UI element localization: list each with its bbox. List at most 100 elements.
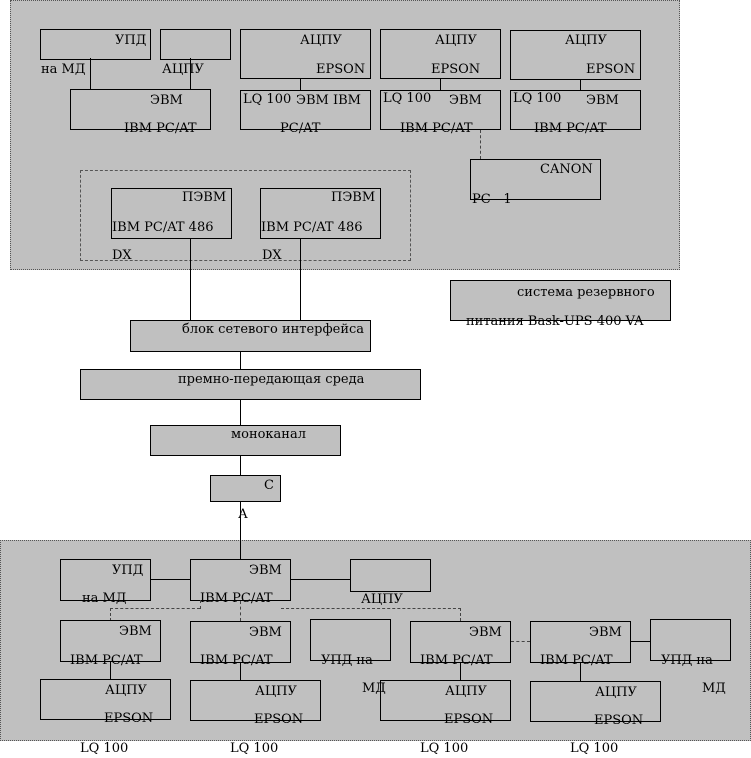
printer-box: [380, 29, 501, 79]
upd-box: [60, 559, 151, 601]
label: моноканал: [231, 427, 306, 442]
label: система резервного: [517, 285, 655, 300]
label: LQ 100: [570, 741, 619, 756]
label: IBM PC/AT: [200, 591, 273, 606]
label: ЭВМ: [586, 93, 619, 108]
label: ЭВМ: [249, 625, 282, 640]
label: DX: [262, 248, 282, 263]
label: ПЭВМ: [182, 190, 227, 205]
label: IBM PC/AT: [534, 121, 607, 136]
c-box: [210, 475, 281, 502]
label: ЭВМ: [249, 563, 282, 578]
connector: [240, 352, 241, 370]
label: PC - 1: [472, 192, 512, 207]
ups-box: [450, 280, 671, 321]
connector: [90, 58, 91, 89]
upd-box: [310, 619, 391, 661]
connector: [240, 400, 241, 425]
connector: [151, 579, 191, 580]
connector: [580, 663, 581, 682]
label: АЦПУ: [445, 684, 487, 699]
connector: [580, 80, 581, 90]
pevm-box: [260, 188, 381, 239]
label: IBM PC/AT: [540, 653, 613, 668]
connector: [110, 662, 111, 680]
label: АЦПУ: [255, 684, 297, 699]
label: PC/AT: [280, 121, 321, 136]
label: IBM PC/AT 486: [261, 220, 363, 235]
label: на МД: [82, 591, 127, 606]
label: АЦПУ: [361, 592, 403, 607]
label: EPSON: [594, 713, 644, 728]
label: CANON: [540, 162, 593, 177]
bottom-workstation-group: [0, 540, 751, 741]
printer-box: [530, 681, 661, 722]
dotted-connector: [110, 608, 200, 609]
connector: [240, 663, 241, 681]
label: LQ 100: [230, 741, 279, 756]
label: УПД: [115, 33, 147, 48]
label: на МД: [41, 62, 86, 77]
printer-box: [240, 29, 371, 79]
label: LQ 100: [383, 91, 432, 106]
monochannel-box: [150, 425, 341, 456]
label: EPSON: [444, 712, 494, 727]
connector: [460, 663, 461, 681]
evm-main-box: [190, 559, 291, 601]
connector: [240, 456, 241, 475]
evm-box: [240, 90, 371, 130]
label: АЦПУ: [565, 33, 607, 48]
label: С: [264, 478, 274, 493]
connector: [440, 79, 441, 90]
connector: [300, 239, 301, 320]
connector: [291, 579, 350, 580]
printer-box: [190, 680, 321, 721]
label: IBM PC/AT 486: [112, 220, 214, 235]
label: EPSON: [104, 711, 154, 726]
label: LQ 100: [243, 92, 292, 107]
connector: [190, 239, 191, 320]
evm-box: [530, 621, 631, 663]
label: EPSON: [316, 62, 366, 77]
dotted-connector: [110, 608, 111, 621]
printer-box: [40, 679, 171, 720]
evm-box: [410, 621, 511, 663]
label: EPSON: [254, 712, 304, 727]
label: А: [238, 507, 248, 522]
label: ЭВМ: [119, 624, 152, 639]
connector: [300, 79, 301, 90]
label: МД: [702, 681, 726, 696]
label: АЦПУ: [105, 683, 147, 698]
label: IBM PC/AT: [400, 121, 473, 136]
label: IBM PC/AT: [420, 653, 493, 668]
pevm-box: [111, 188, 232, 239]
printer-box: [380, 680, 511, 721]
label: АЦПУ: [162, 62, 204, 77]
label: ЭВМ: [589, 625, 622, 640]
upd-box: [40, 29, 151, 60]
label: премно-передающая среда: [178, 372, 365, 387]
connector: [631, 641, 651, 642]
connector: [240, 502, 241, 560]
evm-box: [70, 89, 211, 130]
label: АЦПУ: [300, 33, 342, 48]
dotted-connector: [240, 601, 241, 621]
label: ЭВМ: [150, 93, 183, 108]
label: МД: [362, 681, 386, 696]
label: IBM PC/AT: [70, 653, 143, 668]
label: IBM PC/AT: [200, 653, 273, 668]
acpu-box: [350, 559, 431, 592]
label: LQ 100: [80, 741, 129, 756]
dotted-connector: [200, 600, 201, 609]
dotted-connector: [511, 641, 530, 642]
dotted-connector: [281, 608, 461, 609]
label: УПД на: [321, 653, 373, 668]
label: EPSON: [431, 62, 481, 77]
canon-box: [470, 159, 601, 200]
label: питания Bask-UPS 400 VA: [466, 314, 644, 329]
evm-box: [60, 620, 161, 662]
label: ЭВМ IBM: [296, 93, 361, 108]
label: ПЭВМ: [331, 190, 376, 205]
label: IBM PC/AT: [124, 121, 197, 136]
connector: [240, 540, 241, 560]
